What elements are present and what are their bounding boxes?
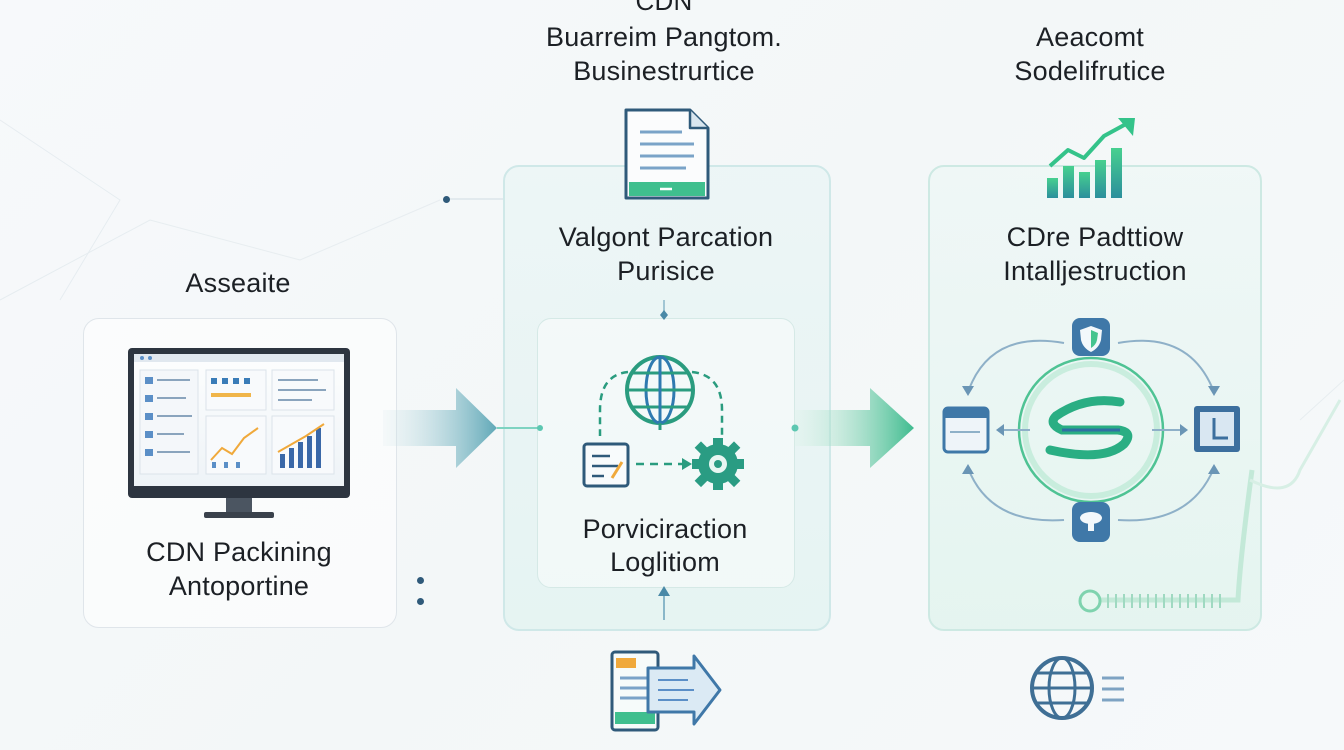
left-panel-caption-line1: CDN Packining [146, 537, 332, 567]
top-right-title-line1: Aeacomt [1036, 22, 1144, 52]
form-icon [582, 442, 630, 488]
left-panel-heading: Asseaite [185, 268, 291, 298]
connector-dot [417, 598, 424, 605]
middle-panel-caption-line1: Porviciraction [582, 514, 748, 544]
connector-dot [443, 196, 450, 203]
arrow-left-to-middle [383, 388, 497, 468]
middle-panel [503, 165, 831, 631]
panel-icon [1194, 406, 1240, 452]
left-panel-caption-line2: Antoportine [168, 571, 310, 601]
monitor-dashboard-icon [128, 348, 350, 518]
export-document-icon [610, 650, 722, 732]
middle-inner-panel [537, 318, 795, 588]
server-icon [1072, 502, 1110, 542]
globe-icon [625, 355, 695, 425]
right-panel-heading-line2: Intalljestruction [1003, 256, 1187, 286]
document-icon [624, 108, 710, 200]
arrow-middle-to-right [794, 388, 914, 468]
middle-panel-heading-line1: Valgont Parcation [558, 222, 774, 252]
right-panel-heading-line1: CDre Padttiow [1006, 222, 1184, 252]
cdn-logo-icon [1045, 396, 1133, 460]
connector-dot [417, 577, 424, 584]
growth-chart-icon [1047, 118, 1135, 198]
shield-icon [1072, 318, 1110, 356]
middle-panel-heading-line2: Purisice [617, 256, 715, 286]
gear-icon [692, 438, 744, 490]
middle-panel-caption-line2: Loglitiom [610, 547, 720, 577]
globe-list-icon [1030, 656, 1124, 720]
top-right-title-line2: Sodelifrutice [1014, 56, 1166, 86]
top-title-line1: Buarreim Pangtom. [546, 22, 782, 52]
window-icon [942, 406, 990, 454]
top-title-line2: Businestrurtice [573, 56, 755, 86]
top-title-line0: CDN [635, 0, 693, 16]
